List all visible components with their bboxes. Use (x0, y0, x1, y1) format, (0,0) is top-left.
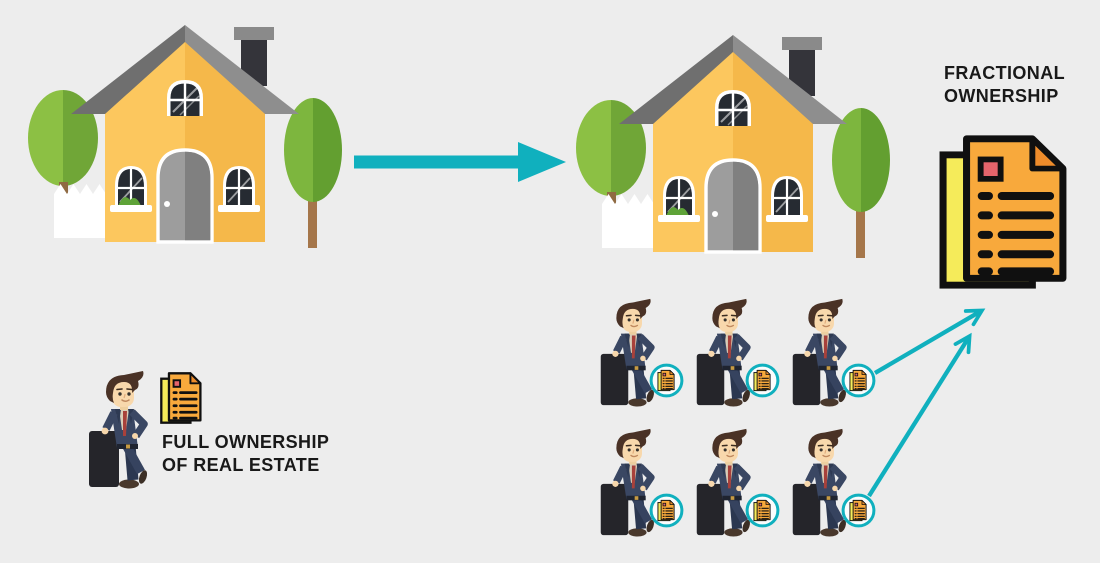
title-deed-documents-icon (936, 132, 1077, 292)
share-certificate-icon (841, 363, 876, 398)
share-certificate-icon (745, 363, 780, 398)
fractional-owner-cell (790, 426, 886, 550)
fractional-owner-cell (790, 296, 886, 420)
fractional-owner-cell (598, 426, 694, 550)
title-deed-documents-icon (159, 371, 205, 425)
title-line: OWNERSHIP (944, 86, 1059, 106)
full-ownership-caption: FULL OWNERSHIP OF REAL ESTATE (162, 431, 329, 477)
fractional-owner-cell (598, 296, 694, 420)
caption-line: OF REAL ESTATE (162, 455, 320, 475)
house-icon (574, 18, 892, 266)
fractional-owners-grid (596, 293, 896, 561)
share-certificate-icon (841, 493, 876, 528)
businessman-icon (86, 368, 158, 490)
fractional-ownership-title: FRACTIONAL OWNERSHIP (944, 62, 1065, 108)
title-line: FRACTIONAL (944, 63, 1065, 83)
fractional-owner-cell (694, 296, 790, 420)
share-certificate-icon (745, 493, 780, 528)
arrow-right-icon (354, 142, 566, 182)
share-certificate-icon (649, 363, 684, 398)
share-certificate-icon (649, 493, 684, 528)
caption-line: FULL OWNERSHIP (162, 432, 330, 452)
house-icon (26, 8, 344, 256)
fractional-owner-cell (694, 426, 790, 550)
